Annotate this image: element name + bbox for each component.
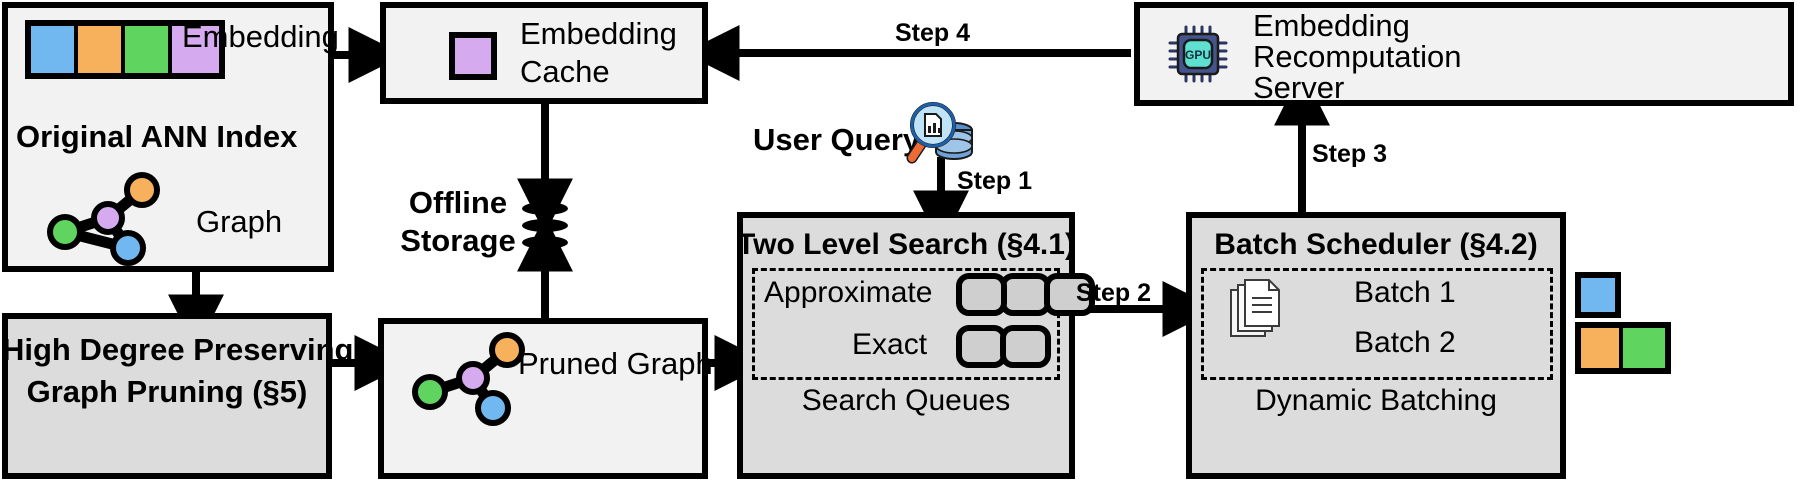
embedding-chip-purple: [172, 26, 219, 73]
graph-node-green: [47, 214, 83, 250]
step-1-label: Step 1: [957, 167, 1033, 195]
search-database-icon: [906, 102, 973, 164]
batch-scheduler-title: Batch Scheduler (§4.2): [1214, 228, 1538, 261]
approximate-row-label: Approximate: [764, 276, 933, 309]
recomputation-server-box: [1134, 2, 1794, 106]
approximate-queue-cell-3: [956, 273, 1007, 316]
graph-pruning-title-line2: Graph Pruning (§5): [26, 374, 308, 409]
step-2-label: Step 2: [1076, 279, 1152, 307]
embedding-cache-title-line1: Embedding: [520, 16, 677, 51]
gpu-chip-text: GPU: [1185, 48, 1211, 62]
embedding-cache-box: [380, 2, 708, 104]
database-ring-3: [522, 236, 568, 249]
pruned-node-green: [412, 374, 448, 410]
embedding-label: Embedding: [182, 19, 339, 54]
embedding-cache-chip: [449, 32, 497, 80]
pruned-graph-figure: [405, 330, 535, 426]
dynamic-batching-dashed-region: [1201, 268, 1553, 380]
exact-row-label: Exact: [852, 328, 928, 361]
recomputation-server-line1: Embedding: [1253, 8, 1410, 43]
recomputation-server-line3: Server: [1253, 70, 1345, 105]
offline-storage-label-line2: Storage: [400, 223, 516, 258]
dynamic-batching-footer: Dynamic Batching: [1255, 384, 1497, 417]
original-ann-index-title: Original ANN Index: [16, 119, 298, 154]
magnifier-icon: [906, 102, 956, 164]
embedding-chip-strip: [25, 20, 225, 79]
step-4-label: Step 4: [895, 19, 971, 47]
batch-2-chip-strip: [1575, 322, 1671, 374]
recomputation-server-line2: Recomputation: [1253, 39, 1462, 74]
graph-node-purple: [91, 201, 125, 235]
graph-label: Graph: [196, 204, 283, 239]
embedding-chip-blue: [31, 26, 78, 73]
documents-icon: [1230, 279, 1280, 337]
batch-scheduler-box: [1186, 212, 1566, 479]
graph-pruning-title-line1: High Degree Preserving: [2, 332, 354, 367]
pruned-node-purple: [456, 361, 490, 395]
batch-2-label: Batch 2: [1354, 326, 1456, 359]
batch-2-chip-green: [1623, 328, 1665, 368]
search-queues-footer: Search Queues: [801, 384, 1011, 417]
pruned-graph-label: Pruned Graph: [518, 346, 713, 381]
pruned-node-blue: [475, 390, 511, 426]
embedding-chip-green: [125, 26, 172, 73]
database-ring-1: [522, 202, 568, 215]
two-level-search-title: Two Level Search (§4.1): [737, 228, 1075, 261]
batch-1-chip-blue: [1575, 272, 1621, 318]
database-icon: [522, 202, 568, 250]
batch-2-chip-orange: [1581, 328, 1623, 368]
gpu-chip-icon: GPU: [1168, 25, 1228, 83]
approximate-queue-cell-2: [1044, 273, 1095, 316]
user-query-label: User Query: [753, 122, 921, 157]
database-ring-2: [522, 219, 568, 232]
embedding-cache-title-line2: Cache: [520, 54, 610, 89]
search-queues-dashed-region: [752, 268, 1060, 380]
graph-node-blue: [110, 230, 146, 266]
pruned-node-orange: [489, 332, 525, 368]
embedding-chip-orange: [78, 26, 125, 73]
batch-1-label: Batch 1: [1354, 276, 1456, 309]
exact-queue-cell-2: [1000, 325, 1051, 368]
original-graph-figure: [40, 170, 170, 266]
graph-pruning-box: [2, 313, 332, 479]
offline-storage-label-line1: Offline: [408, 185, 508, 220]
step-3-label: Step 3: [1312, 140, 1388, 168]
graph-node-orange: [124, 172, 160, 208]
